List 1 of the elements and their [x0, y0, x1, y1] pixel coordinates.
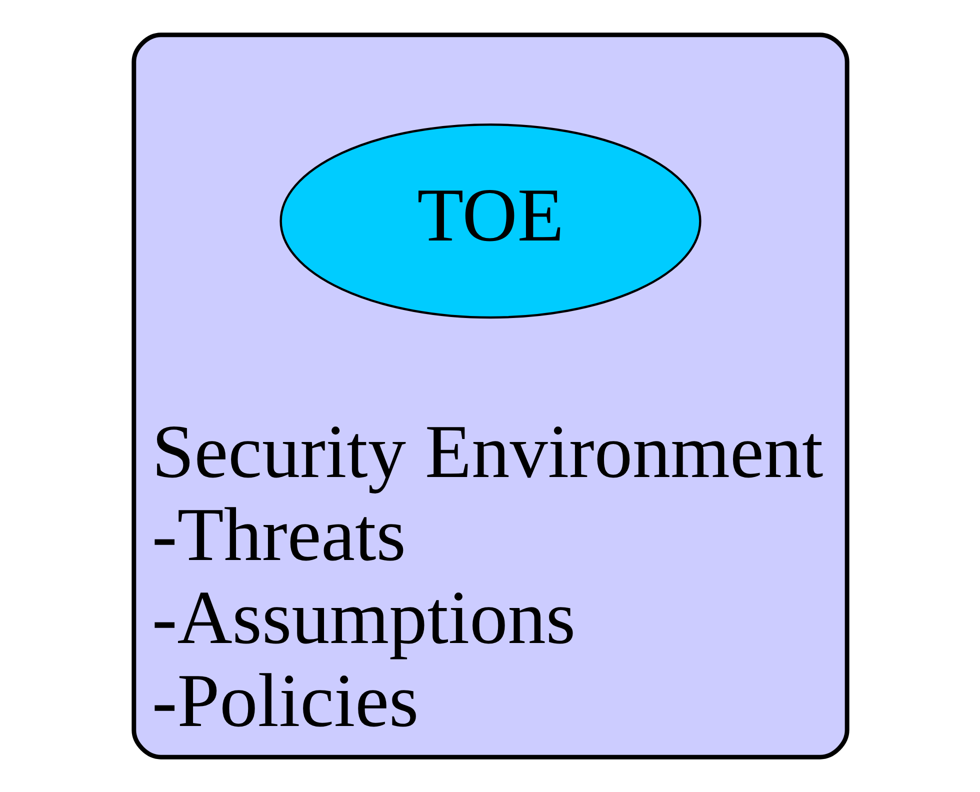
- node-ellipse: TOE: [279, 124, 701, 319]
